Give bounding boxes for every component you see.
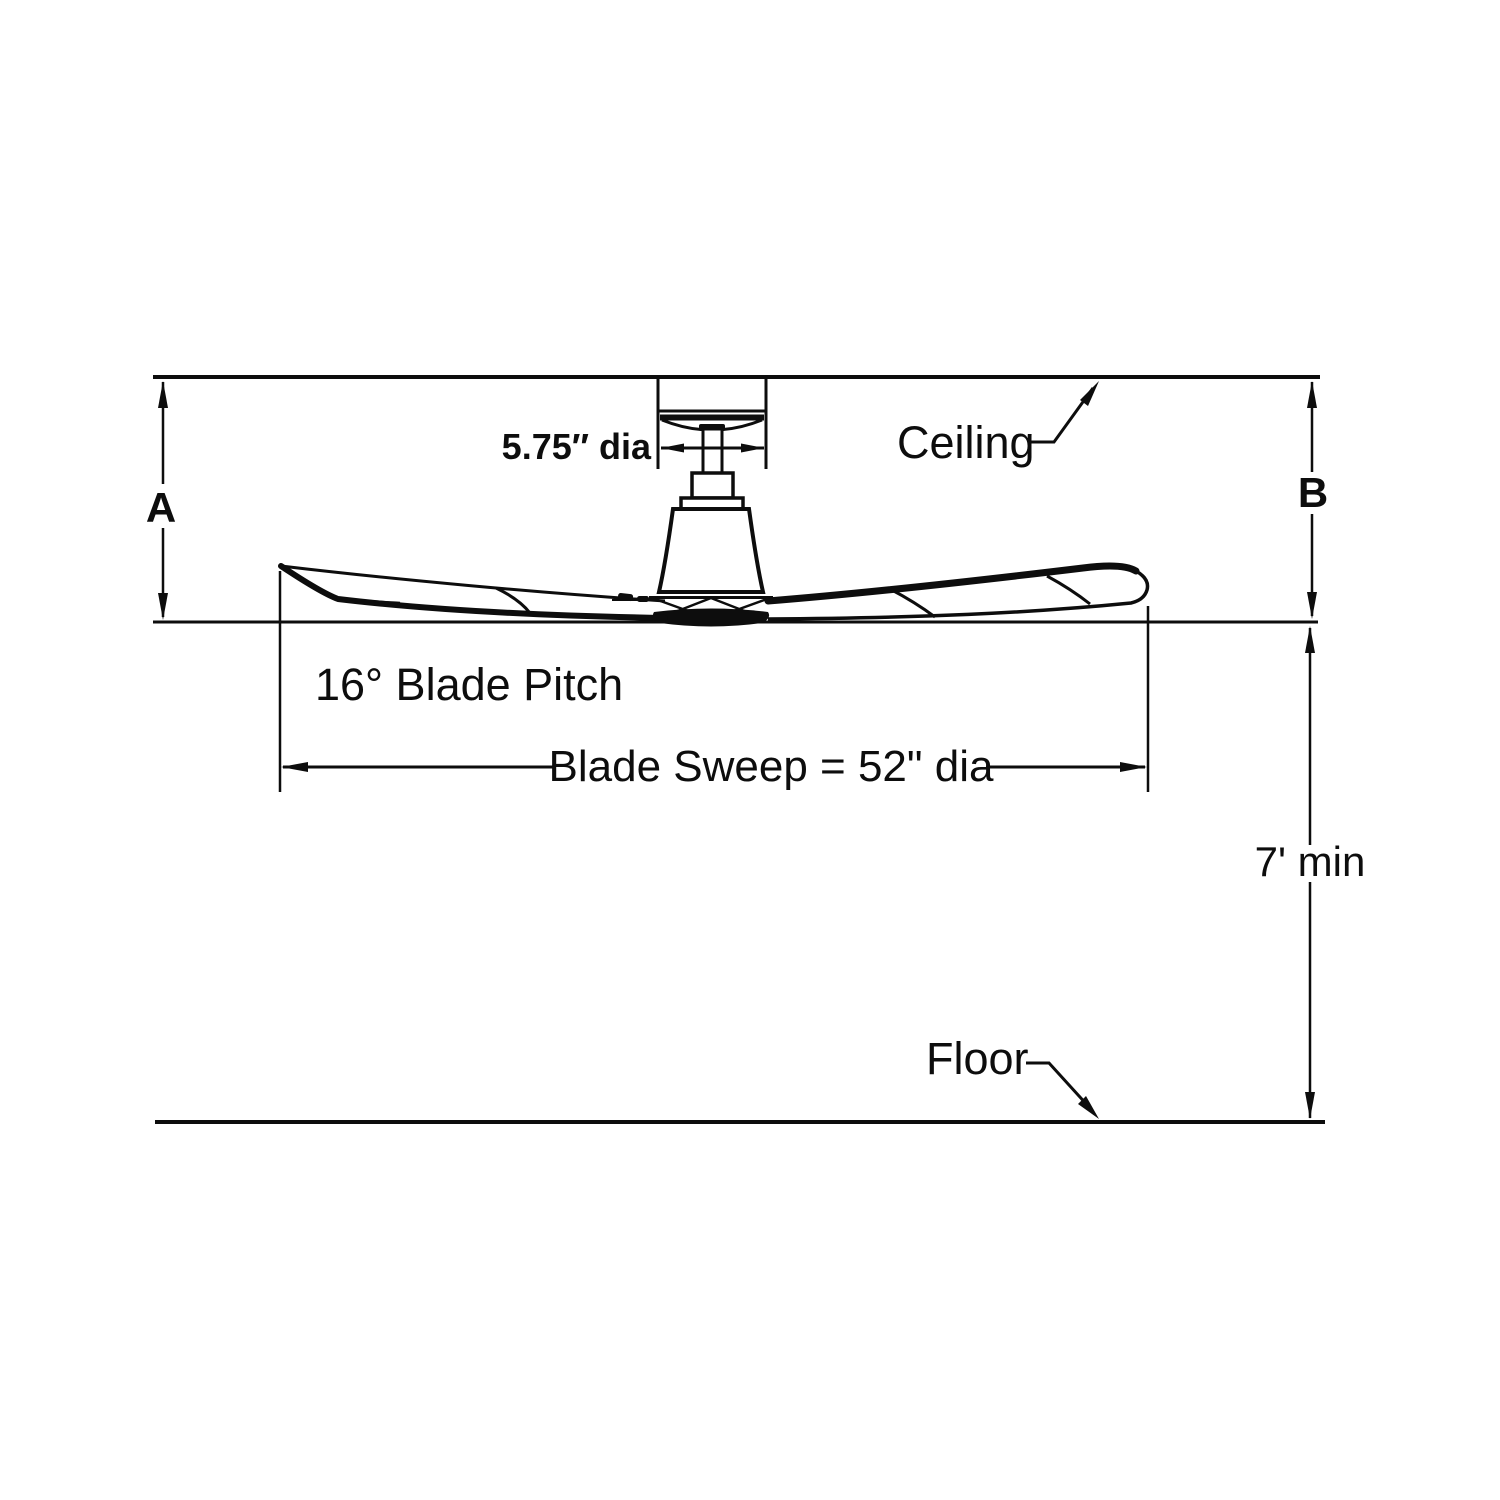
arrow-down-icon bbox=[1307, 592, 1317, 619]
canopy-diameter-label: 5.75″ dia bbox=[502, 426, 652, 467]
dimension-floor-clearance: 7' min bbox=[1255, 626, 1366, 1119]
arrow-left-icon bbox=[661, 443, 684, 453]
motor-housing bbox=[656, 507, 766, 594]
arrow-down-icon bbox=[158, 593, 168, 620]
fan-drawing bbox=[278, 377, 1150, 627]
arrow-up-icon bbox=[1305, 626, 1315, 653]
arrow-down-right-icon bbox=[1078, 1096, 1099, 1119]
left-blade-facet-line bbox=[335, 596, 401, 605]
arrow-up-icon bbox=[1307, 381, 1317, 408]
left-blade-bottom-edge bbox=[278, 563, 668, 621]
dimension-blade-sweep: Blade Sweep = 52" dia bbox=[278, 571, 1150, 792]
arrow-up-icon bbox=[158, 381, 168, 408]
left-blade-crease bbox=[495, 586, 532, 614]
ceiling-leader-line bbox=[1031, 387, 1095, 444]
floor-clearance-label: 7' min bbox=[1255, 838, 1366, 885]
floor-callout: Floor bbox=[926, 1033, 1099, 1119]
blade-irons bbox=[654, 596, 768, 618]
arrow-down-icon bbox=[1305, 1092, 1315, 1119]
arrow-right-icon bbox=[1120, 762, 1147, 772]
ceiling-label: Ceiling bbox=[897, 417, 1035, 468]
dimension-b: B bbox=[1298, 381, 1328, 619]
floor-leader-line bbox=[1026, 1061, 1091, 1109]
downrod bbox=[701, 427, 724, 475]
hub bbox=[652, 608, 770, 627]
blade-pitch-label: 16° Blade Pitch bbox=[315, 659, 623, 710]
arrow-right-icon bbox=[741, 443, 764, 453]
dimension-a-label: A bbox=[146, 484, 176, 531]
arrow-up-right-icon bbox=[1080, 381, 1099, 406]
left-blade-top-edge bbox=[280, 564, 666, 603]
motor-coupling bbox=[690, 471, 735, 500]
dimension-a: A bbox=[146, 381, 176, 620]
ceiling-callout: Ceiling bbox=[897, 381, 1099, 468]
right-blade-bottom-edge bbox=[767, 569, 1150, 621]
dimension-canopy-diameter: 5.75″ dia bbox=[502, 426, 764, 467]
right-blade-top-edge bbox=[764, 562, 1140, 605]
dimension-b-label: B bbox=[1298, 469, 1328, 516]
arrow-left-icon bbox=[281, 762, 308, 772]
floor-label: Floor bbox=[926, 1033, 1029, 1084]
canopy-sides bbox=[656, 377, 768, 469]
right-blade-crease-inner bbox=[889, 587, 936, 619]
right-blade-crease-outer bbox=[1046, 574, 1091, 606]
blade-sweep-label: Blade Sweep = 52" dia bbox=[549, 742, 994, 791]
